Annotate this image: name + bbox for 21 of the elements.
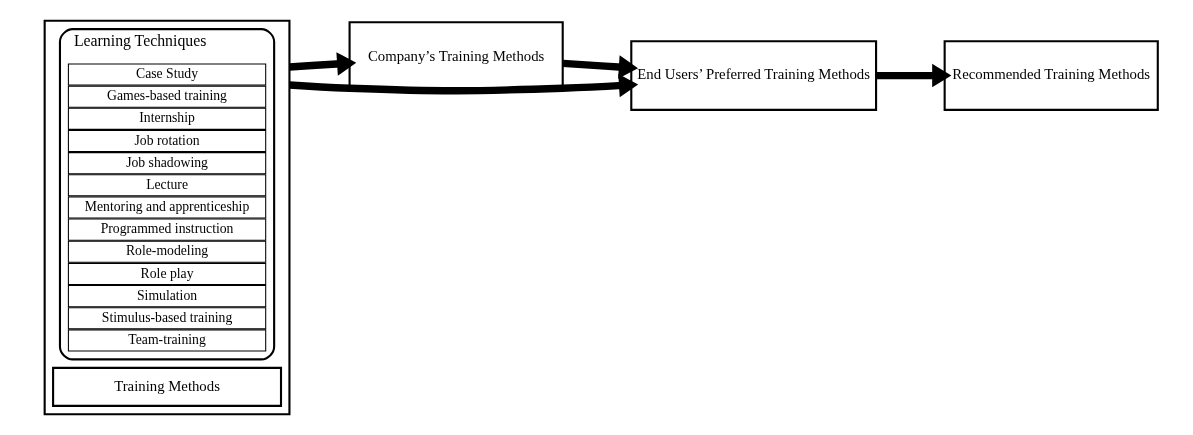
node-box: Games-based training	[67, 85, 266, 108]
arrow	[288, 52, 356, 76]
node-box: Role-modeling	[67, 240, 266, 263]
node-box: Programmed instruction	[67, 218, 266, 241]
node-box: Job shadowing	[67, 152, 266, 175]
arrow	[562, 55, 638, 79]
node-box: Job rotation	[67, 129, 266, 153]
node-box: Team-training	[67, 329, 266, 352]
cluster	[43, 19, 290, 416]
node-box: Recommended Training Methods	[943, 40, 1159, 111]
arrow	[875, 63, 951, 88]
node-box: Internship	[67, 107, 266, 130]
node-box: Case Study	[67, 63, 266, 86]
node-box: Stimulus-based training	[67, 307, 266, 330]
node-box: Mentoring and apprenticeship	[67, 196, 266, 219]
node-box: Training Methods	[51, 366, 282, 407]
node-box: Lecture	[67, 174, 266, 197]
arrow	[288, 73, 638, 98]
node-box: End Users’ Preferred Training Methods	[629, 40, 877, 111]
node-box: Role play	[67, 262, 266, 286]
node-box: Simulation	[67, 285, 266, 308]
